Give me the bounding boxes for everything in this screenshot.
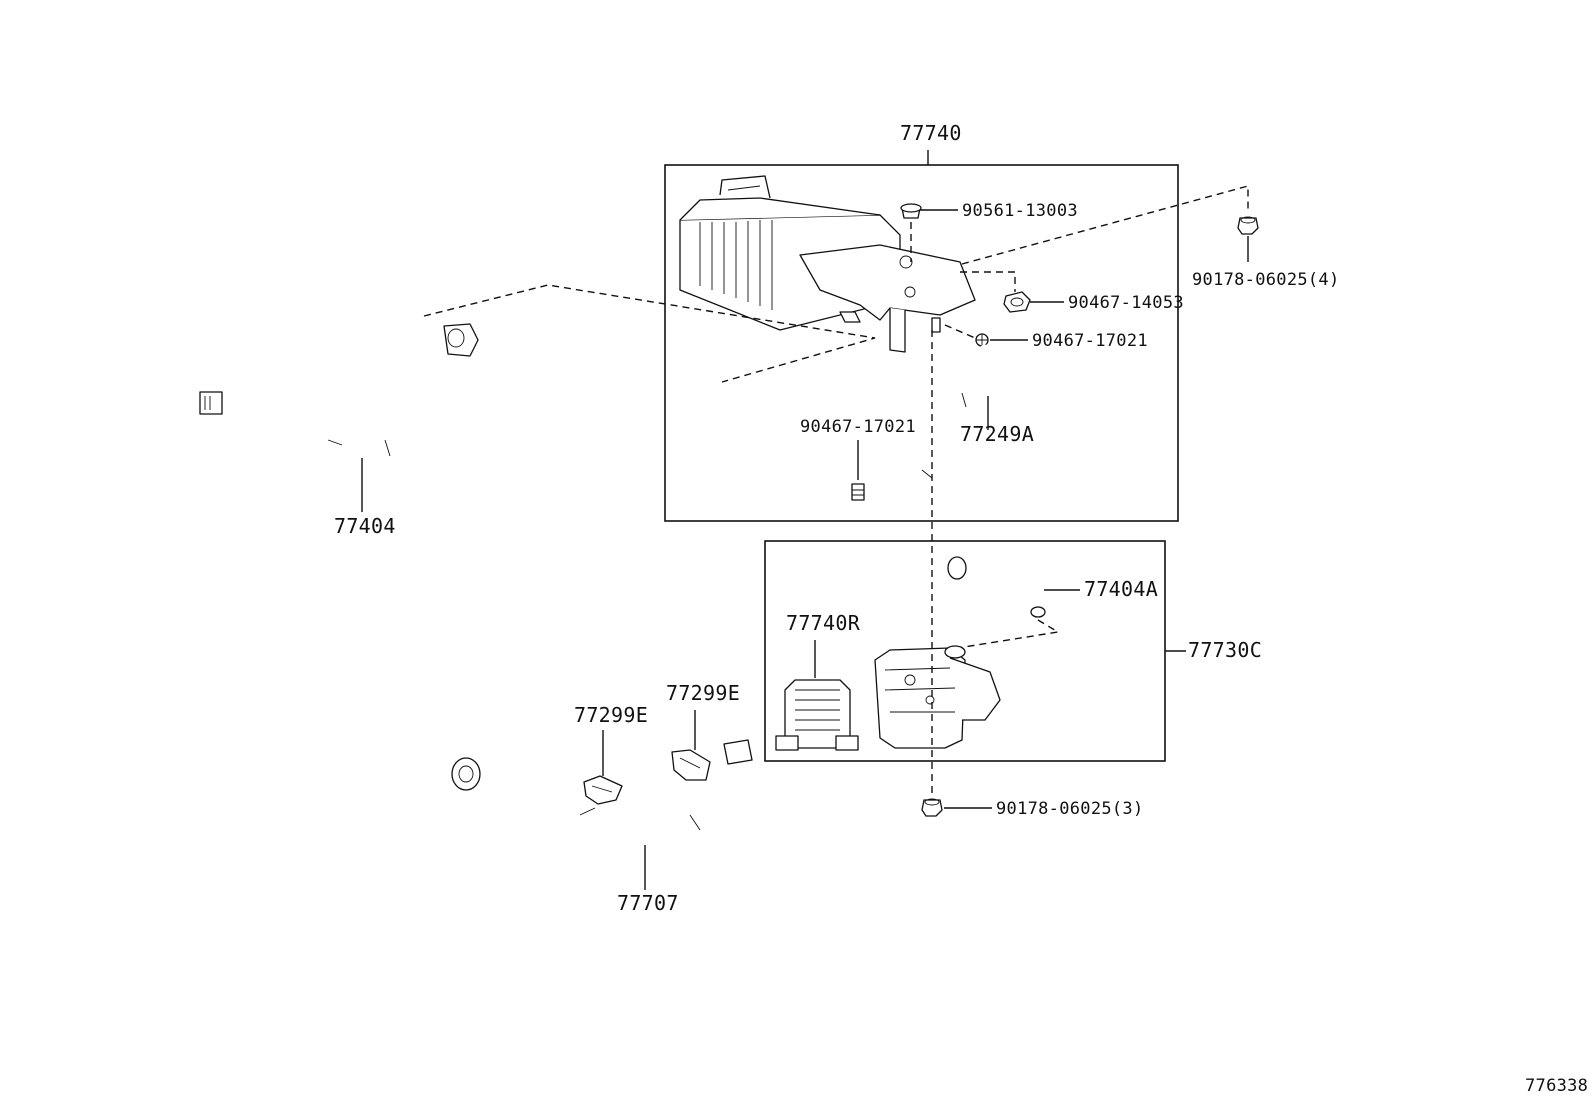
hose-clip-upper <box>975 333 989 347</box>
pump-assy-label[interactable]: 77730C <box>1188 638 1262 662</box>
clamp-77299e-b <box>671 749 711 781</box>
hose-77249a-label[interactable]: 77249A <box>960 422 1034 446</box>
diagram-id: 776338 <box>1525 1076 1588 1096</box>
tube-77404a-label[interactable]: 77404A <box>1084 577 1158 601</box>
tube-77707 <box>451 739 753 850</box>
clamp-b-label[interactable]: 77299E <box>666 681 740 705</box>
nut-90178-4-label[interactable]: 90178-06025(4) <box>1192 270 1340 290</box>
tube-77404a <box>947 556 1046 618</box>
tube-77707-label[interactable]: 77707 <box>617 891 679 915</box>
clip-lower-label[interactable]: 90467-17021 <box>800 417 916 437</box>
canister-assy-label[interactable]: 77740 <box>900 121 962 145</box>
clamp-a-label[interactable]: 77299E <box>574 703 648 727</box>
nut-90178-06025-3 <box>921 798 943 817</box>
grommet-90561 <box>900 203 922 219</box>
nut-90467-14053-label[interactable]: 90467-14053 <box>1068 293 1184 313</box>
tube-77404-label[interactable]: 77404 <box>334 514 396 538</box>
clip-upper-label[interactable]: 90467-17021 <box>1032 331 1148 351</box>
tube-77404 <box>199 323 479 463</box>
hose-77249a <box>869 344 1014 499</box>
canister-77740r <box>775 679 859 751</box>
nut-90467-14053 <box>1003 291 1031 313</box>
nut-90178-06025-4 <box>1237 216 1259 235</box>
canister-ribs <box>699 220 773 310</box>
canister-group-box <box>664 164 1179 522</box>
canister-77740r-label[interactable]: 77740R <box>786 611 861 635</box>
hose-clip-lower <box>851 483 865 501</box>
clamp-77299e-a <box>583 775 623 805</box>
grommet-90561-label[interactable]: 90561-13003 <box>962 201 1078 221</box>
pump-module <box>874 645 1001 749</box>
nut-90178-3-label[interactable]: 90178-06025(3) <box>996 799 1144 819</box>
charcoal-canister <box>679 175 976 353</box>
